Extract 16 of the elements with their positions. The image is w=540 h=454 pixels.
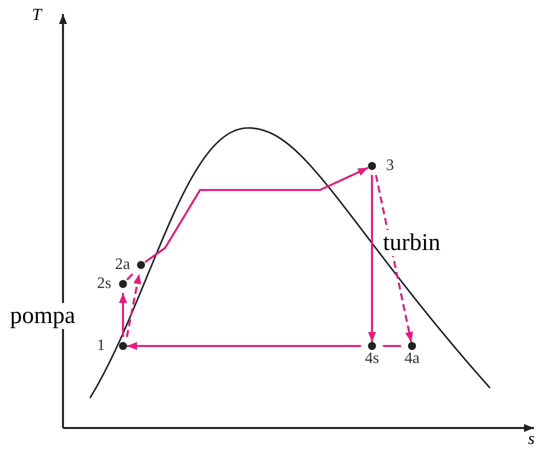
process-arrow [374,174,414,342]
process-arrow [144,166,368,264]
process-line [126,273,134,280]
component-label: turbin [383,230,440,256]
process-line [383,345,401,347]
process-arrow [368,175,376,342]
state-point: 3 [368,157,394,175]
process-arrow [126,274,142,338]
component-label: pompa [10,303,76,330]
state-point: 2a [115,256,145,274]
state-point: 1 [97,337,127,355]
process-arrow [127,342,361,350]
state-point: 4a [401,342,423,368]
process-arrow [119,293,127,337]
state-point: 4s [361,342,383,368]
state-point: 2s [97,275,127,293]
